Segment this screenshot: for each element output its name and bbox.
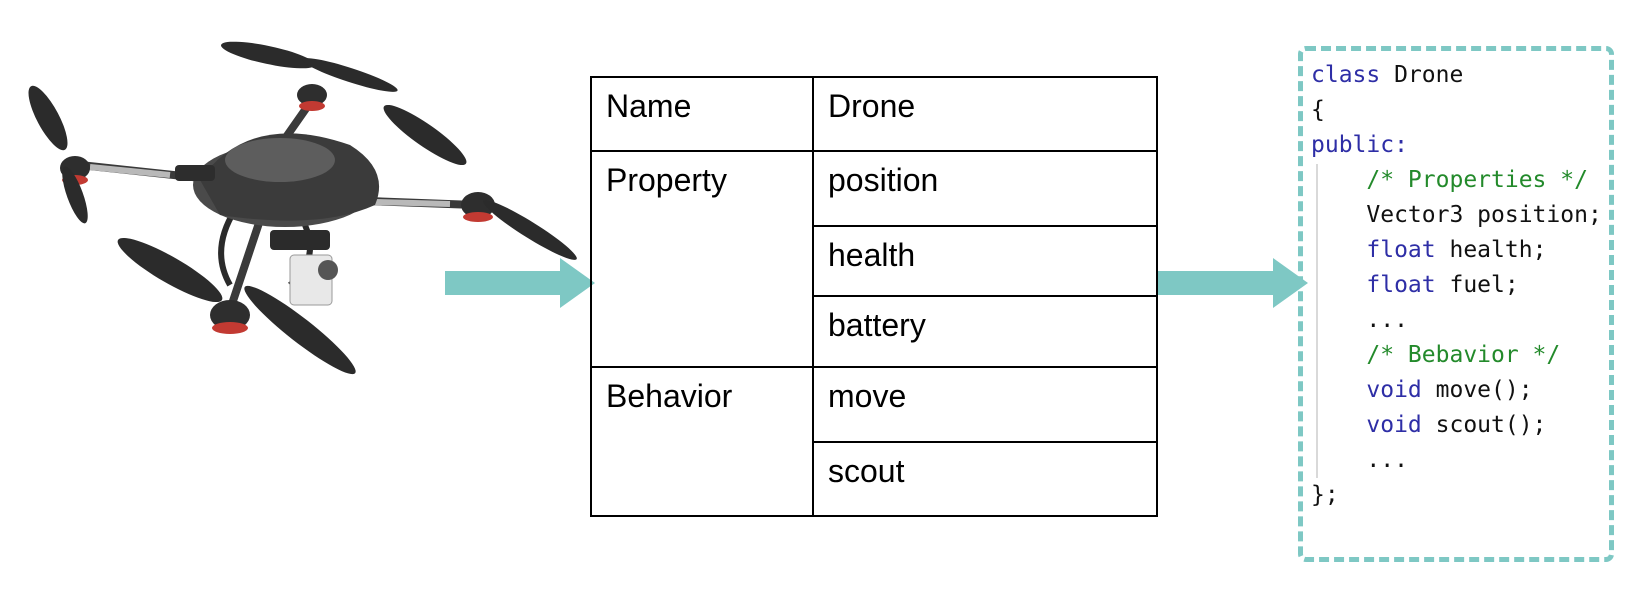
code-line: };: [1311, 482, 1339, 508]
cell-behavior-scout: scout: [812, 440, 1158, 518]
code-line: void move();: [1366, 377, 1533, 403]
table-row: battery: [591, 294, 1158, 368]
code-box: [1298, 46, 1614, 562]
right-arrow-icon: [1158, 258, 1308, 308]
code-line: public:: [1311, 132, 1408, 158]
code-line: class Drone: [1311, 62, 1464, 88]
table-row: Property position: [590, 150, 1158, 368]
code-listing: class Drone { public: /* Properties */ V…: [1311, 58, 1602, 513]
cell-behavior-move: move: [812, 365, 1158, 443]
row-label-property: Property: [590, 150, 814, 368]
cell-property-position: position: [812, 150, 1158, 228]
right-arrow-icon: [445, 258, 595, 308]
object-table: Name Drone Property position health batt…: [590, 75, 1158, 518]
code-comment: /* Bebavior */: [1366, 342, 1561, 368]
table-row: Behavior move: [590, 365, 1158, 518]
row-label-name: Name: [590, 75, 814, 153]
drone-image: [28, 41, 577, 375]
code-line: void scout();: [1366, 412, 1547, 438]
code-line: float health;: [1366, 237, 1547, 263]
cell-property-battery: battery: [812, 294, 1158, 368]
code-line: float fuel;: [1366, 272, 1519, 298]
indent-guide: [1316, 164, 1318, 478]
code-line: Vector3 position;: [1366, 202, 1602, 228]
cell-name-value: Drone: [812, 75, 1158, 153]
code-line: ...: [1366, 447, 1408, 473]
table-row: health: [591, 225, 1158, 297]
row-label-behavior: Behavior: [590, 365, 814, 518]
code-line: {: [1311, 97, 1325, 123]
table-row: scout: [591, 440, 1158, 518]
code-line: ...: [1366, 307, 1408, 333]
table-row: Name Drone: [590, 75, 1158, 153]
code-comment: /* Properties */: [1366, 167, 1588, 193]
cell-property-health: health: [812, 225, 1158, 297]
